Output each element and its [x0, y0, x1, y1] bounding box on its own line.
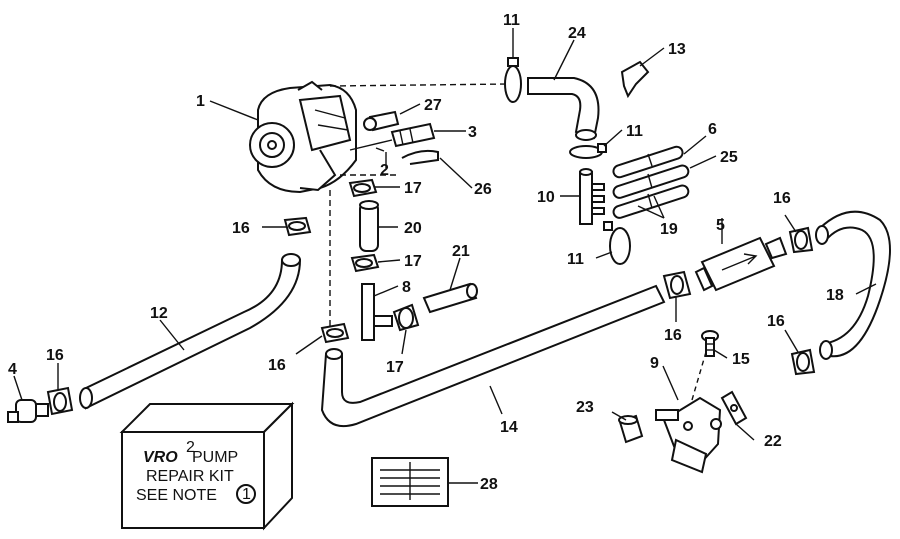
clamp-17-b — [350, 253, 380, 273]
callout-17-a: 17 — [404, 180, 422, 197]
note-circle — [236, 484, 256, 504]
callout-4: 4 — [8, 361, 17, 378]
callout-16-c: 16 — [268, 357, 286, 374]
callout-28: 28 — [480, 476, 498, 493]
callout-2: 2 — [380, 162, 389, 179]
callout-9: 9 — [650, 355, 659, 372]
clamp-17-c — [392, 303, 420, 332]
callout-24: 24 — [568, 25, 586, 42]
callout-21: 21 — [452, 243, 470, 260]
decal-28 — [371, 457, 449, 507]
callout-5: 5 — [716, 217, 725, 234]
valve-body-9 — [655, 396, 722, 474]
callout-18: 18 — [826, 287, 844, 304]
callout-12: 12 — [150, 305, 168, 322]
fitting-27 — [363, 110, 400, 132]
part-4 — [7, 399, 49, 423]
callout-16-f: 16 — [767, 313, 785, 330]
callout-23: 23 — [576, 399, 594, 416]
callout-26: 26 — [474, 181, 492, 198]
connector-10 — [579, 168, 605, 225]
callout-16-e: 16 — [773, 190, 791, 207]
kit-note-number: 1 — [242, 486, 251, 503]
callout-16-b: 16 — [46, 347, 64, 364]
fitting-3 — [349, 122, 436, 151]
callout-1: 1 — [196, 93, 205, 110]
callout-11-lower: 11 — [567, 251, 584, 268]
callout-11-top: 11 — [503, 12, 520, 29]
callout-20: 20 — [404, 220, 422, 237]
callout-3: 3 — [468, 124, 477, 141]
callout-14: 14 — [500, 419, 518, 436]
kit-note-text: SEE NOTE — [136, 487, 217, 504]
hoses-6-25-19 — [612, 145, 690, 219]
callout-22: 22 — [764, 433, 782, 450]
kit-repair-text: REPAIR KIT — [146, 468, 234, 485]
callout-16-a: 16 — [232, 220, 250, 237]
fuel-filter-5 — [694, 236, 788, 292]
callout-17-b: 17 — [404, 253, 422, 270]
screw-15 — [701, 330, 719, 357]
callout-16-d: 16 — [664, 327, 682, 344]
leader-lines — [13, 28, 877, 484]
callout-13: 13 — [668, 41, 686, 58]
callout-19: 19 — [660, 221, 678, 238]
repair-kit-box: VRO 2 PUMP REPAIR KIT SEE NOTE 1 — [119, 401, 295, 531]
callout-labels: 1 2 3 4 5 6 8 9 10 11 11 11 11 12 13 14 … — [8, 12, 844, 493]
callout-8: 8 — [402, 279, 411, 296]
clamp-17-a — [348, 178, 378, 198]
callout-27: 27 — [424, 97, 442, 114]
callout-10: 10 — [537, 189, 555, 206]
kit-pump-text: PUMP — [192, 449, 238, 466]
tee-fitting-8 — [361, 283, 393, 341]
callout-15: 15 — [732, 351, 750, 368]
callout-11-mid: 11 — [626, 123, 643, 140]
callout-17-c: 17 — [386, 359, 404, 376]
callout-25: 25 — [720, 149, 738, 166]
kit-vro-text: VRO — [143, 449, 178, 466]
fuel-pump-assembly — [249, 80, 357, 194]
callout-6: 6 — [708, 121, 717, 138]
kit-superscript: 2 — [186, 439, 195, 456]
